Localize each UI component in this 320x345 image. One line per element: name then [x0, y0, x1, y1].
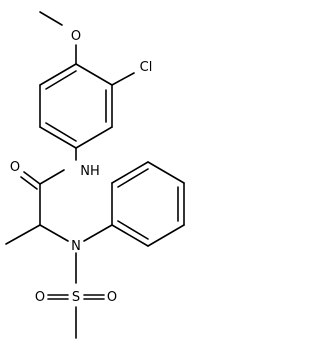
atom-sulfonyl-o-right: O	[107, 290, 117, 305]
bond-alpha-n	[39, 224, 69, 242]
bond-ring1-c	[75, 126, 113, 149]
bond-methoxy-methyl	[39, 11, 63, 26]
bond-ring-chloro	[111, 72, 135, 86]
bond-ring2-double-3	[117, 220, 149, 240]
bond-ring2-b	[111, 161, 149, 184]
atom-methoxy-o: O	[71, 29, 81, 44]
bond-carbonyl-o-2	[20, 176, 38, 190]
bond-ring1-double-3	[45, 70, 77, 90]
bond-nh-carbonyl	[39, 169, 65, 185]
bond-ring1-a	[75, 63, 113, 86]
bond-ring2-c	[147, 161, 185, 184]
bond-ring1-d	[39, 126, 77, 149]
atom-amine-n: N	[71, 239, 81, 254]
atom-amide-nh: NH	[80, 164, 100, 179]
bond-ring2-e	[147, 224, 185, 247]
bond-ring1-f	[39, 63, 77, 86]
structure-diagram: O Cl NH O N S O O	[5, 11, 185, 339]
atom-amide-o: O	[10, 160, 20, 175]
bond-carbonyl-o-1	[23, 171, 41, 185]
bond-ring2-f	[111, 224, 149, 247]
bond-n-phenyl	[83, 224, 113, 242]
atom-chloro: Cl	[140, 60, 153, 75]
atom-sulfonyl-s: S	[72, 290, 80, 305]
atom-sulfonyl-o-left: O	[35, 290, 45, 305]
bond-alpha-methyl	[5, 224, 41, 245]
bond-ring1-double-2	[45, 122, 77, 142]
bond-ring2-double-1	[117, 168, 149, 188]
